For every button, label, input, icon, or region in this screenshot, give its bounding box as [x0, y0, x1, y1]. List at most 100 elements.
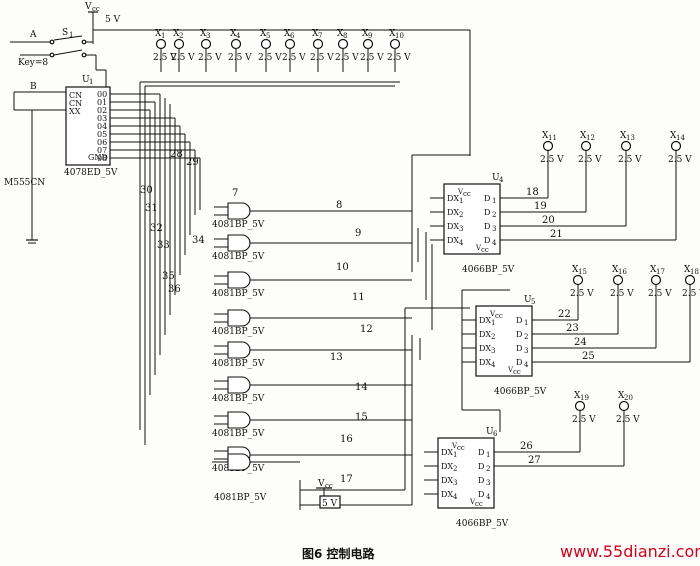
- lamp-prefix: X: [572, 265, 579, 275]
- lamp-volt: 2.5 V: [171, 53, 195, 63]
- net-28: 28: [170, 149, 183, 160]
- chip-dx: DX: [447, 208, 459, 217]
- gate-part: 4081BP_5V: [212, 289, 265, 299]
- chip-d: D: [516, 330, 522, 339]
- u1-pin-r7: 07: [97, 146, 107, 155]
- vcc-top: V cc 5 V: [84, 2, 121, 40]
- lamp-index: 18: [690, 268, 699, 276]
- chip-d: D: [516, 358, 522, 367]
- u1-pin-r1: 01: [97, 98, 107, 107]
- gate-part: 4081BP_5V: [212, 394, 265, 404]
- u1-pin-r8: 08: [97, 154, 107, 163]
- u1-chip: U 1 CN CN XX 00 01 02 03 04 05 06 07 08 …: [64, 75, 118, 178]
- and-gate-6: 4081BP_5V: [212, 376, 412, 404]
- u1-pin-r0: 00: [97, 90, 107, 99]
- net-out: 18: [526, 187, 539, 198]
- vcc-small-volt: 5 V: [322, 499, 338, 509]
- chip-dx: DX: [479, 358, 491, 367]
- chip-dx: DX: [479, 316, 491, 325]
- lamp-volt: 2.5 V: [258, 53, 282, 63]
- lamp-prefix: X: [200, 29, 207, 39]
- net-gate-4: 11: [352, 292, 365, 303]
- net-gate-6: 13: [330, 352, 343, 363]
- chip-dx: DX: [447, 194, 459, 203]
- vcc-volt: 5 V: [105, 15, 121, 25]
- chip-dx-sub: 2: [491, 333, 495, 341]
- chip-dx-sub: 1: [459, 197, 463, 205]
- chip-vcc-sub: cc: [463, 190, 471, 198]
- lamp-prefix: X: [155, 29, 162, 39]
- chip-dx-sub: 3: [491, 347, 495, 355]
- lamp-volt: 2.5 V: [540, 155, 564, 165]
- chip-vcc: V: [457, 188, 464, 196]
- chip-vcc-bottom-sub: cc: [481, 246, 489, 254]
- lamp-prefix: X: [650, 265, 657, 275]
- lamp-index: 12: [586, 134, 595, 142]
- lamp-volt: 2.5 V: [335, 53, 359, 63]
- chip-d: D: [478, 448, 484, 457]
- chip-d: D: [478, 476, 484, 485]
- lamp-prefix: X: [230, 29, 237, 39]
- chip-d: D: [484, 222, 490, 231]
- and-gate-1: 4081BP_5V: [212, 202, 412, 230]
- chip-vcc: V: [489, 310, 496, 318]
- net-out: 24: [574, 337, 587, 348]
- lamp-prefix: X: [173, 29, 180, 39]
- gate-part: 4081BP_5V: [212, 252, 265, 262]
- net-out: 19: [534, 201, 547, 212]
- lamp-index: 5: [266, 32, 270, 40]
- chip-dx: DX: [447, 236, 459, 245]
- lamp-volt: 2.5 V: [618, 155, 642, 165]
- chip-dx-sub: 2: [459, 211, 463, 219]
- lamp-volt: 2.5 V: [572, 415, 596, 425]
- lamp-prefix: X: [337, 29, 344, 39]
- key-label: Key=8: [18, 58, 48, 68]
- lamp-index: 3: [206, 32, 210, 40]
- chip-d-sub: 1: [486, 451, 490, 459]
- lamp-prefix: X: [612, 265, 619, 275]
- chip-ref-sub: 6: [493, 430, 498, 438]
- lamp-volt: 2.5 V: [198, 53, 222, 63]
- chip-d: D: [484, 194, 490, 203]
- chip-dx-sub: 4: [453, 493, 458, 501]
- net-gate-7: 14: [355, 382, 368, 393]
- switch-sub: 1: [69, 31, 73, 39]
- lamp-volt: 2.5 V: [610, 289, 634, 299]
- vcc-small: V cc 5 V: [316, 479, 341, 509]
- net-out: 21: [550, 229, 563, 240]
- chip-vcc-bottom: V: [507, 366, 514, 374]
- vcc-small-sub: cc: [325, 482, 333, 490]
- chip-d-sub: 2: [486, 465, 490, 473]
- lamp-volt: 2.5 V: [616, 415, 640, 425]
- chip-d-sub: 1: [492, 197, 496, 205]
- chip-ref: U: [486, 427, 494, 437]
- gate-to-chip-wiring: [299, 154, 510, 510]
- net-31: 31: [145, 203, 158, 214]
- net-33: 33: [157, 240, 170, 251]
- chip-d: D: [516, 316, 522, 325]
- lamp-volt: 2.5 V: [282, 53, 306, 63]
- net-30: 30: [140, 185, 153, 196]
- gate-part: 4081BP_5V: [212, 429, 265, 439]
- net-gate-3: 10: [336, 262, 349, 273]
- net-out: 20: [542, 215, 555, 226]
- chip-dx: DX: [441, 462, 453, 471]
- u1-pin-l0: CN: [69, 91, 82, 100]
- chip-part: 4066BP_5V: [494, 387, 547, 397]
- chip-ref: U: [492, 173, 500, 183]
